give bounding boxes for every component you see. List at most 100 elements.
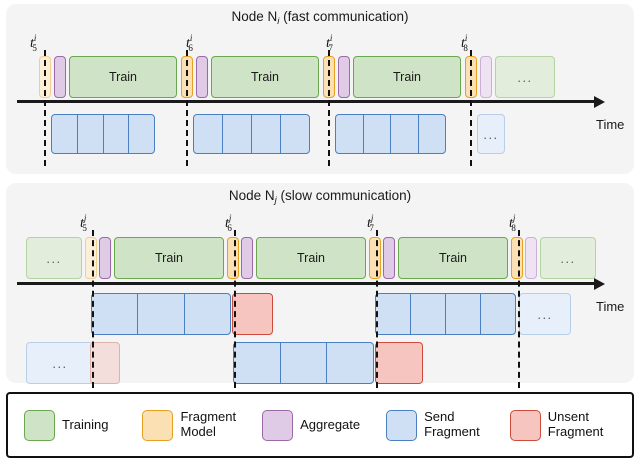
legend-item-unsent-fragment: Unsent Fragment (509, 409, 604, 441)
time-axis-label-fast: Time (596, 117, 625, 132)
panel-title-fast-prefix: Node N (231, 9, 278, 24)
panel-title-slow-suffix: (slow communication) (276, 188, 412, 203)
panel-title-fast: Node Ni (fast communication) (6, 9, 634, 27)
time-label-t7-j: tj7 (367, 213, 374, 233)
legend: Training Fragment Model Aggregate Send F… (6, 392, 634, 458)
time-marker-t7-i (328, 50, 330, 166)
legend-label-aggregate: Aggregate (300, 416, 361, 432)
send-fragment-segment (391, 115, 419, 153)
send-fragment-segment (446, 294, 481, 334)
send-fragment-group-2 (335, 114, 446, 154)
unsent-fragment-j-r2 (375, 342, 423, 384)
fragment-model-swatch-icon (142, 409, 174, 441)
send-fragment-group-1 (193, 114, 310, 154)
time-marker-t5-i (44, 50, 46, 166)
time-label-t5-i: ti5 (30, 33, 37, 53)
send-fragment-group-j-r2-0 (233, 342, 374, 384)
legend-label-unsent-fragment: Unsent Fragment (547, 409, 604, 439)
unsent-fragment-j-r1 (232, 293, 273, 335)
panel-node-j-slow: Node Nj (slow communication) tj5 tj6 tj7… (6, 183, 634, 388)
send-fragment-j-r1-ellipsis: ... (519, 293, 571, 335)
training-block-1: Train (211, 56, 319, 98)
legend-label-fragment-model: Fragment Model (180, 409, 237, 439)
panel-title-slow-prefix: Node N (228, 188, 275, 203)
fragment-model-block-j0 (85, 237, 97, 279)
send-fragment-segment (52, 115, 78, 153)
time-axis-arrow-slow (594, 277, 605, 290)
unsent-fragment-swatch-icon (509, 409, 541, 441)
send-fragment-segment (411, 294, 446, 334)
time-label-t6-j: tj6 (225, 213, 232, 233)
legend-item-aggregate: Aggregate (262, 409, 361, 441)
time-axis-label-slow: Time (596, 299, 625, 314)
aggregate-block-j2 (383, 237, 395, 279)
panel-title-fast-node-sub: i (277, 16, 280, 27)
panel-node-i-fast: Node Ni (fast communication) ti5 ti6 ti7… (6, 4, 634, 174)
legend-label-training: Training (62, 416, 109, 432)
training-swatch-icon (24, 409, 55, 441)
training-block-j-ellipsis-start: ... (26, 237, 82, 279)
send-fragment-group-j-r1-0 (91, 293, 231, 335)
aggregate-block-j3 (525, 237, 537, 279)
aggregate-block-0 (54, 56, 66, 98)
send-fragment-segment (104, 115, 130, 153)
training-block-j-ellipsis-end: ... (540, 237, 596, 279)
training-block-j1: Train (256, 237, 366, 279)
unsent-fragment-j-r2-ghost (90, 342, 120, 384)
training-block-0: Train (69, 56, 177, 98)
send-fragment-segment (481, 294, 515, 334)
time-label-t8-j: tj8 (509, 213, 516, 233)
time-marker-t6-j (234, 230, 236, 388)
send-fragment-j-r2-ellipsis: ... (26, 342, 94, 384)
training-block-j2: Train (398, 237, 508, 279)
aggregate-swatch-icon (262, 409, 294, 441)
fragment-model-block-j1 (227, 237, 239, 279)
aggregate-block-j0 (99, 237, 111, 279)
send-fragment-segment (234, 343, 281, 383)
aggregate-block-2 (338, 56, 350, 98)
send-fragment-segment (78, 115, 104, 153)
time-label-t6-i: ti6 (186, 33, 193, 53)
time-label-t5-j: tj5 (80, 213, 87, 233)
send-fragment-segment (92, 294, 139, 334)
training-block-j0: Train (114, 237, 224, 279)
time-axis-fast (17, 100, 595, 103)
fragment-model-block-j2 (369, 237, 381, 279)
time-marker-t8-j (518, 230, 520, 388)
time-marker-t7-j (376, 230, 378, 388)
time-axis-arrow-fast (594, 95, 605, 108)
fragment-model-block-j3 (511, 237, 523, 279)
send-fragment-group-3-ellipsis: ... (477, 114, 505, 154)
send-fragment-segment (194, 115, 223, 153)
send-fragment-segment (336, 115, 364, 153)
legend-label-send-fragment: Send Fragment (424, 409, 480, 439)
panel-title-slow-node-sub: j (274, 195, 277, 206)
send-fragment-segment (252, 115, 281, 153)
send-fragment-segment (419, 115, 446, 153)
panel-title-slow: Node Nj (slow communication) (6, 188, 634, 206)
send-fragment-segment (138, 294, 185, 334)
training-block-3-ellipsis: ... (495, 56, 555, 98)
send-fragment-segment (327, 343, 373, 383)
aggregate-block-3 (480, 56, 492, 98)
send-fragment-swatch-icon (386, 409, 418, 441)
aggregate-block-j1 (241, 237, 253, 279)
legend-item-send-fragment: Send Fragment (386, 409, 480, 441)
send-fragment-segment (129, 115, 154, 153)
send-fragment-segment (223, 115, 252, 153)
send-fragment-segment (281, 343, 328, 383)
legend-item-fragment-model: Fragment Model (142, 409, 237, 441)
send-fragment-group-j-r1-1 (375, 293, 516, 335)
time-marker-t5-j (92, 230, 94, 388)
training-block-2: Train (353, 56, 461, 98)
send-fragment-segment (185, 294, 230, 334)
time-marker-t8-i (470, 50, 472, 166)
time-label-t7-i: ti7 (326, 33, 333, 53)
time-label-t8-i: ti8 (461, 33, 468, 53)
legend-item-training: Training (24, 409, 109, 441)
aggregate-block-1 (196, 56, 208, 98)
time-marker-t6-i (186, 50, 188, 166)
panel-title-fast-suffix: (fast communication) (279, 9, 409, 24)
send-fragment-segment (281, 115, 309, 153)
